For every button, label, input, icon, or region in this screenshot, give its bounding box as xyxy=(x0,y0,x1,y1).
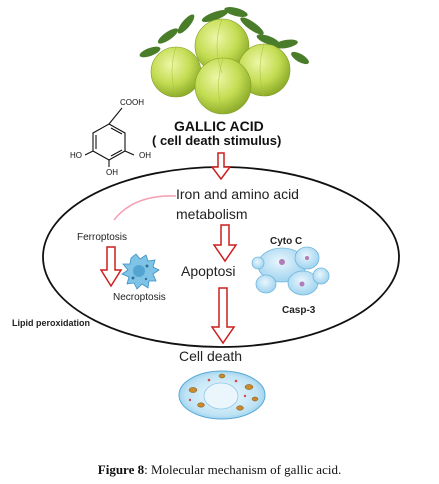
iron-metabolism-label-line2: metabolism xyxy=(176,206,248,222)
molecule-ho-label: HO xyxy=(70,151,82,160)
lipid-peroxidation-label: Lipid peroxidation xyxy=(12,318,90,328)
apoptotic-bodies-image xyxy=(251,246,330,296)
gallic-acid-structure xyxy=(84,107,135,167)
casp3-label: Casp-3 xyxy=(282,305,316,316)
ferroptosis-connector xyxy=(113,195,177,221)
dead-cell-image xyxy=(178,370,266,420)
arrow-metabolism-to-apoptosis xyxy=(212,224,238,263)
necroptosis-label: Necroptosis xyxy=(113,292,166,303)
arrow-ferroptosis-to-lipid xyxy=(99,246,123,288)
figure-caption-label: Figure 8 xyxy=(97,462,145,477)
figure-caption-text: : Molecular mechanism of gallic acid. xyxy=(144,462,342,477)
figure-caption: Figure 8: Molecular mechanism of gallic … xyxy=(0,462,439,478)
iron-metabolism-label-line1: Iron and amino acid xyxy=(176,186,299,202)
necroptosis-cell-image xyxy=(121,253,160,290)
ferroptosis-label: Ferroptosis xyxy=(77,232,128,243)
cell-death-stimulus-subtitle: ( cell death stimulus) xyxy=(152,133,282,148)
gooseberry-fruit-image xyxy=(139,7,309,115)
arrow-apoptosis-to-cell-death xyxy=(210,287,236,345)
molecule-cooh-label: COOH xyxy=(120,98,144,107)
apoptosis-label: Apoptosi xyxy=(181,263,236,279)
cyto-c-label: Cyto C xyxy=(270,236,303,247)
arrows xyxy=(99,152,238,345)
leaves xyxy=(139,7,309,65)
arrow-stimulus-to-metabolism xyxy=(210,152,232,181)
molecule-oh-right-label: OH xyxy=(139,151,151,160)
gallic-acid-title: GALLIC ACID xyxy=(174,118,264,134)
molecule-oh-bottom-label: OH xyxy=(106,168,118,177)
cell-death-label: Cell death xyxy=(179,348,243,364)
